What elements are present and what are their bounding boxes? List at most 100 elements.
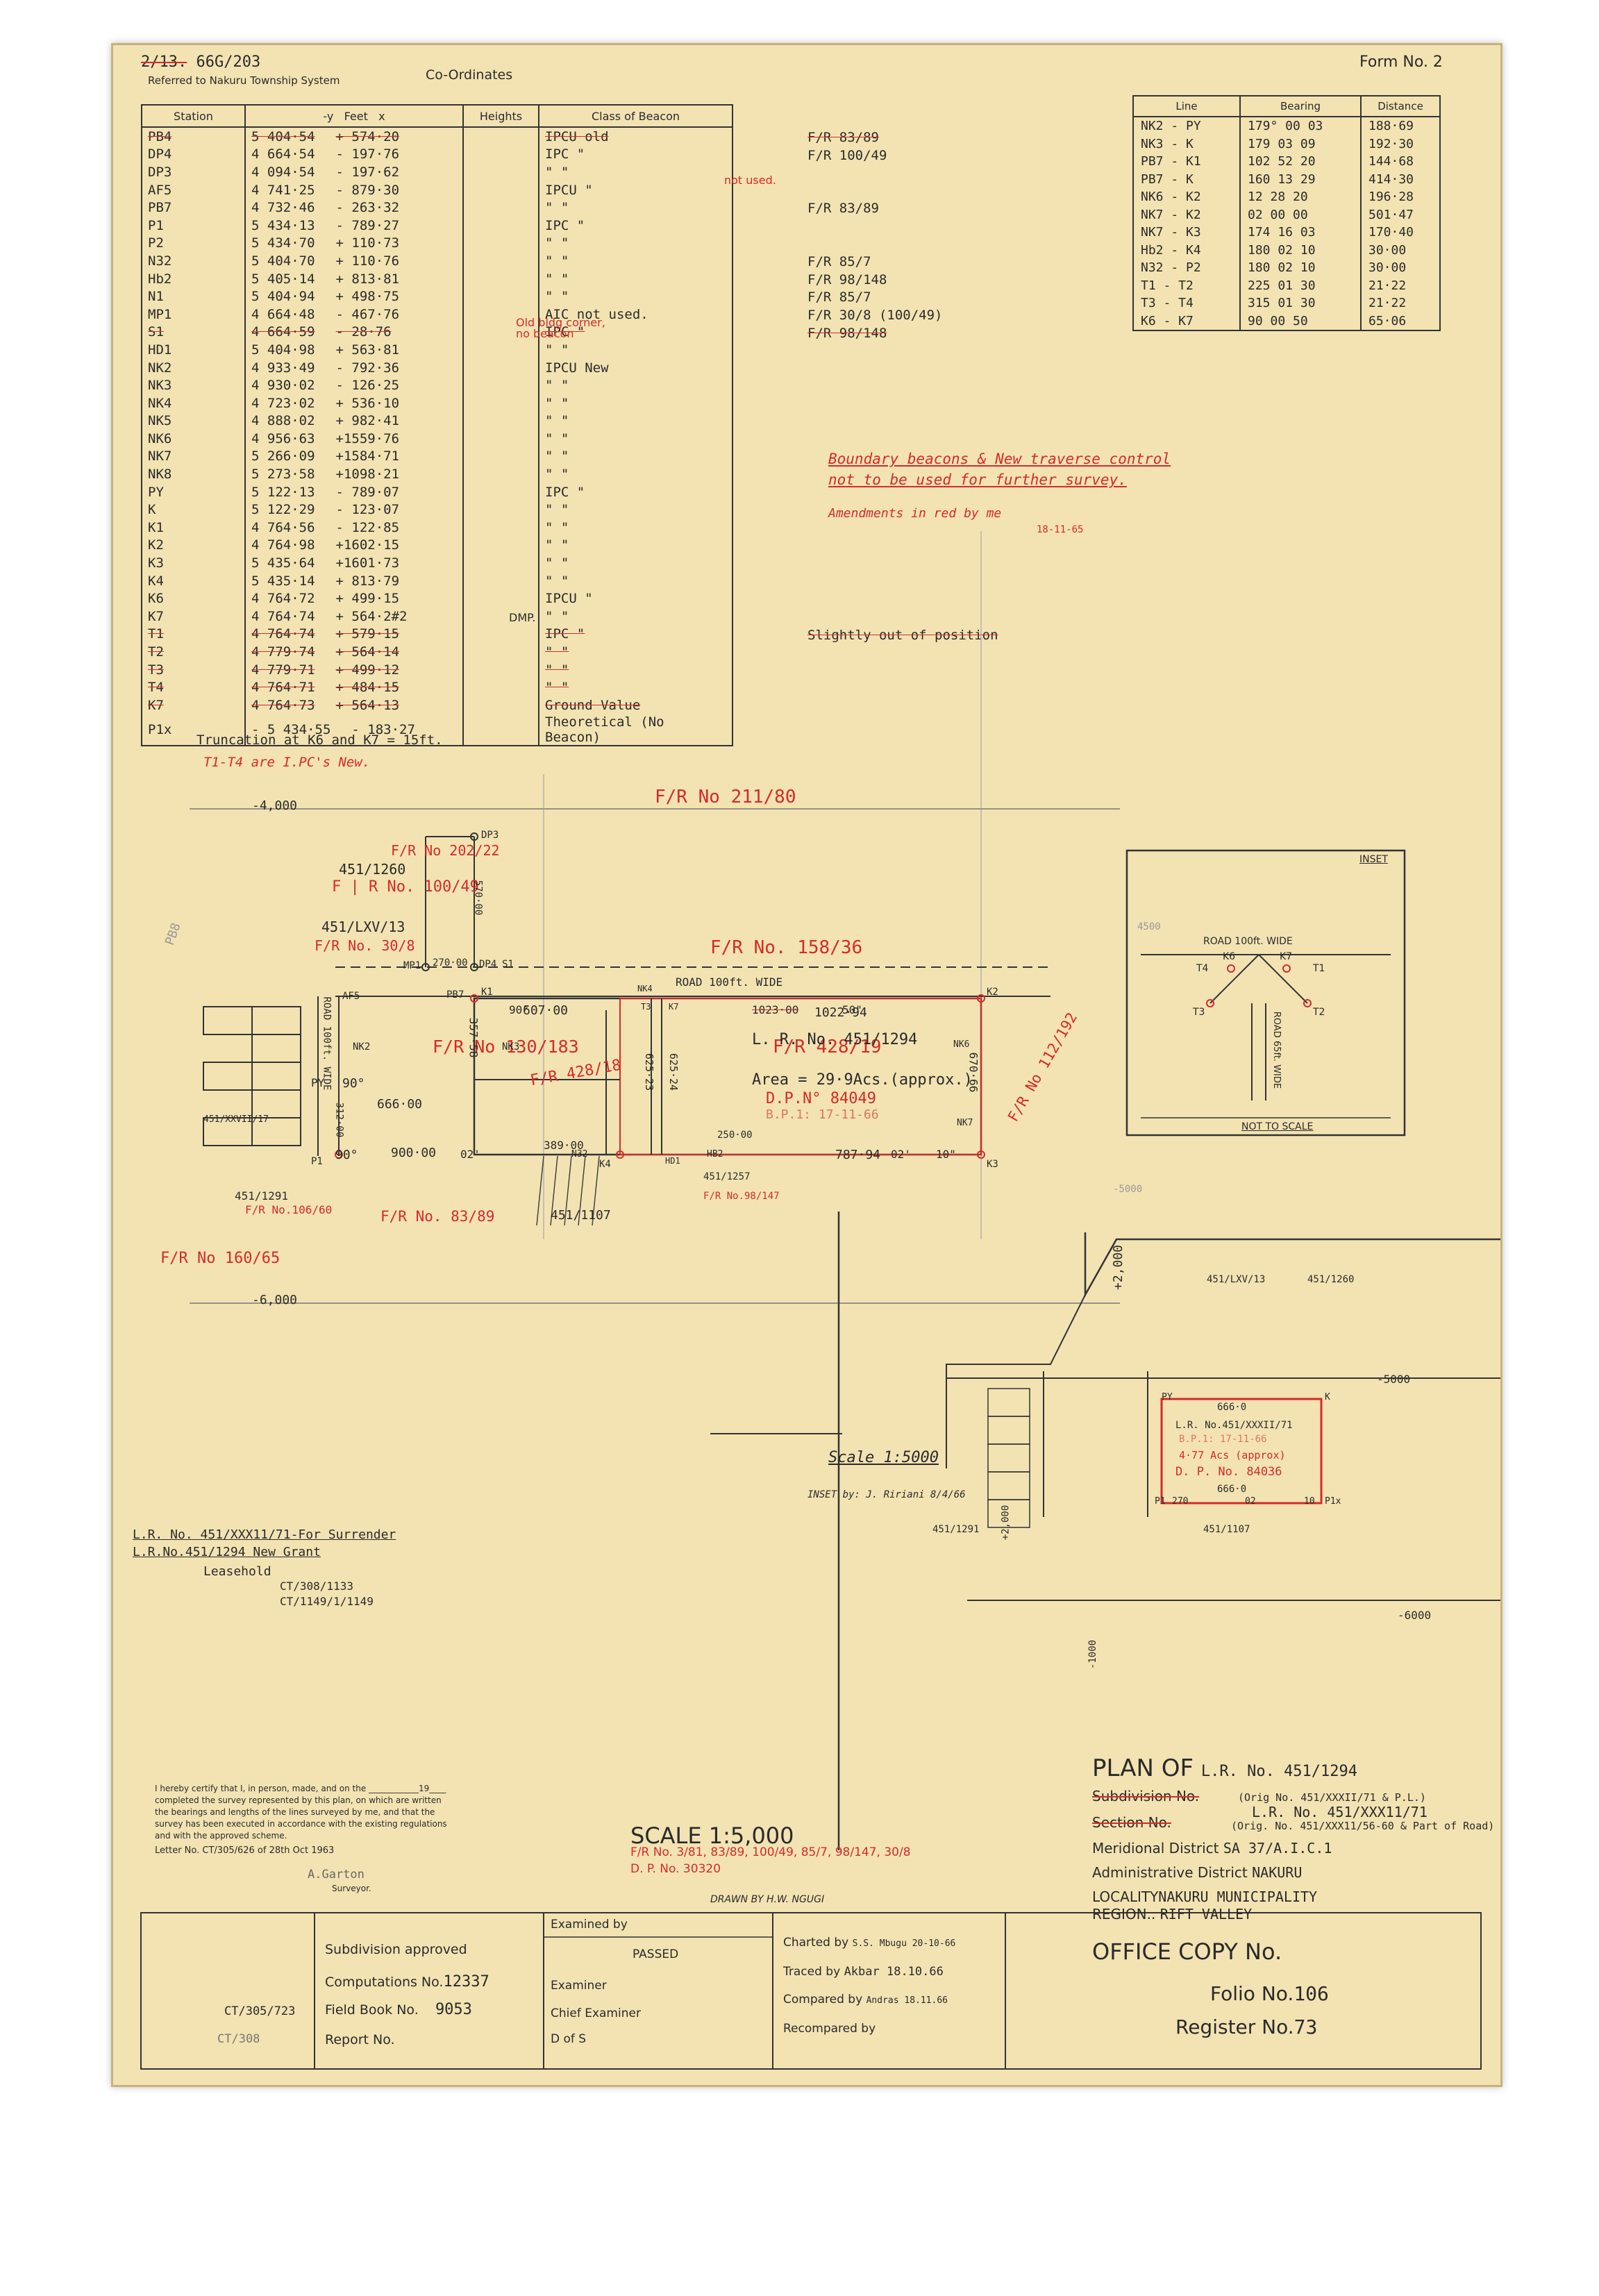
beacon-k1 [470,994,478,1003]
register: Register No.73 [1175,2016,1318,2038]
angle-02-b: 02' [891,1148,911,1161]
dist-312: 312·00 [333,1102,345,1138]
inset-t3: T3 [1193,1007,1205,1018]
bearing-distance: 188·69 [1360,117,1441,135]
coord-height [462,252,539,270]
coord-height [462,589,539,608]
lr-new-grant: L.R.No.451/1294 New Grant [133,1545,321,1559]
coord-height [462,465,539,483]
stn-nk6: NK6 [953,1039,970,1050]
coord-class: " " [538,571,733,590]
bearing-line: Hb2 - K4 [1132,241,1241,259]
plan-of-title: PLAN OF L.R. No. 451/1294 [1092,1754,1358,1782]
key-plan-line-1 [946,1294,1086,1468]
lr-1291: 451/1291 [235,1189,289,1203]
key-grid-5000: -5000 [1377,1373,1411,1386]
key-lr-label: L.R. No.451/XXXII/71 [1175,1420,1293,1431]
coord-height [462,127,539,146]
chief-examiner: Chief Examiner [551,2006,641,2020]
coord-station: N32 [141,252,246,270]
coord-class: IPC " [538,483,733,501]
coord-class: AIC not used. [538,305,733,324]
parcel-4 [251,1089,301,1118]
fr-reference: F/R 83/89 [807,130,879,145]
coord-height [462,571,539,590]
coord-class: " " [538,536,733,555]
bearing-distance: 414·30 [1360,170,1441,188]
stn-mp1: MP1 [403,960,421,971]
survey-drawing [140,531,1500,2070]
coord-values: 5 434·13- 789·27 [244,216,464,235]
coord-station: P1 [141,216,246,235]
stn-p1: P1 [311,1156,323,1167]
beacon-k4 [616,1150,624,1159]
coord-height [462,234,539,253]
coord-height [462,607,539,626]
coord-height [462,163,539,181]
coord-values: 5 404·98+ 563·81 [244,341,464,359]
stn-t3: T3 [641,1002,651,1012]
grid-label-5000-faint: -5000 [1113,1184,1143,1195]
dist-625-24: 625·24 [667,1053,680,1091]
drawn-by: DRAWN BY H.W. NGUGI [710,1894,825,1905]
coord-values: 4 764·56- 122·85 [244,519,464,537]
dist-570: 570·00 [472,880,484,916]
inset-not-to-scale: NOT TO SCALE [1241,1121,1314,1132]
coord-values: 4 888·02+ 982·41 [244,412,464,430]
angle-02: 02' [460,1148,480,1161]
fr-reference: F/R 100/49 [807,147,887,163]
charted-by: Charted by S.S. Mbugu 20-10-66 [783,1936,956,1950]
coord-height [462,269,539,288]
coord-values: 4 779·74+ 564·14 [244,643,464,661]
inset-title: INSET [1359,854,1388,865]
beacon-p1 [335,1150,343,1159]
coord-values: 5 404·94+ 498·75 [244,287,464,305]
field-book: Field Book No. 9053 [325,2001,472,2018]
d-of-s: D of S [551,2032,587,2046]
dist-270: 270·00 [433,957,468,969]
passed: PASSED [633,1947,679,1961]
bearing-distance: 30·00 [1360,241,1441,259]
t-beacons-note: T1-T4 are I.PC's New. [203,755,371,770]
key-plan-boundary [1084,1232,1500,1298]
stn-hd1: HD1 [665,1156,680,1166]
coord-values: 5 122·13- 789·07 [244,483,464,501]
boundary-note-line2: not to be used for further survey. [828,471,1127,488]
strip-4 [578,1155,586,1226]
report-no: Report No. [325,2032,395,2047]
stn-k2: K2 [987,987,998,998]
ct-ref: CT/305/723 [224,2004,296,2018]
coord-values: 4 664·54- 197·76 [244,145,464,164]
coord-height [462,678,539,696]
bearing-distance: 30·00 [1360,259,1441,277]
bearing-bearing: 180 02 10 [1239,259,1362,277]
coord-height [462,394,539,412]
coord-height [462,554,539,572]
inset-beacon-k7 [1282,964,1291,973]
strip-5 [592,1155,600,1226]
beacon-k3 [977,1150,985,1159]
coord-height [462,323,539,342]
cert-surveyor: Surveyor. [332,1884,371,1893]
lr-1257: 451/1257 [703,1171,751,1182]
coord-station: T4 [141,678,246,696]
coord-station: P2 [141,234,246,253]
coord-class: Ground Value [538,696,733,714]
col-heights: Heights [462,104,539,128]
coord-class: " " [538,554,733,572]
plot-boundary-red [619,998,982,1155]
parcel-6 [203,1006,253,1035]
coord-station: HD1 [141,341,246,359]
